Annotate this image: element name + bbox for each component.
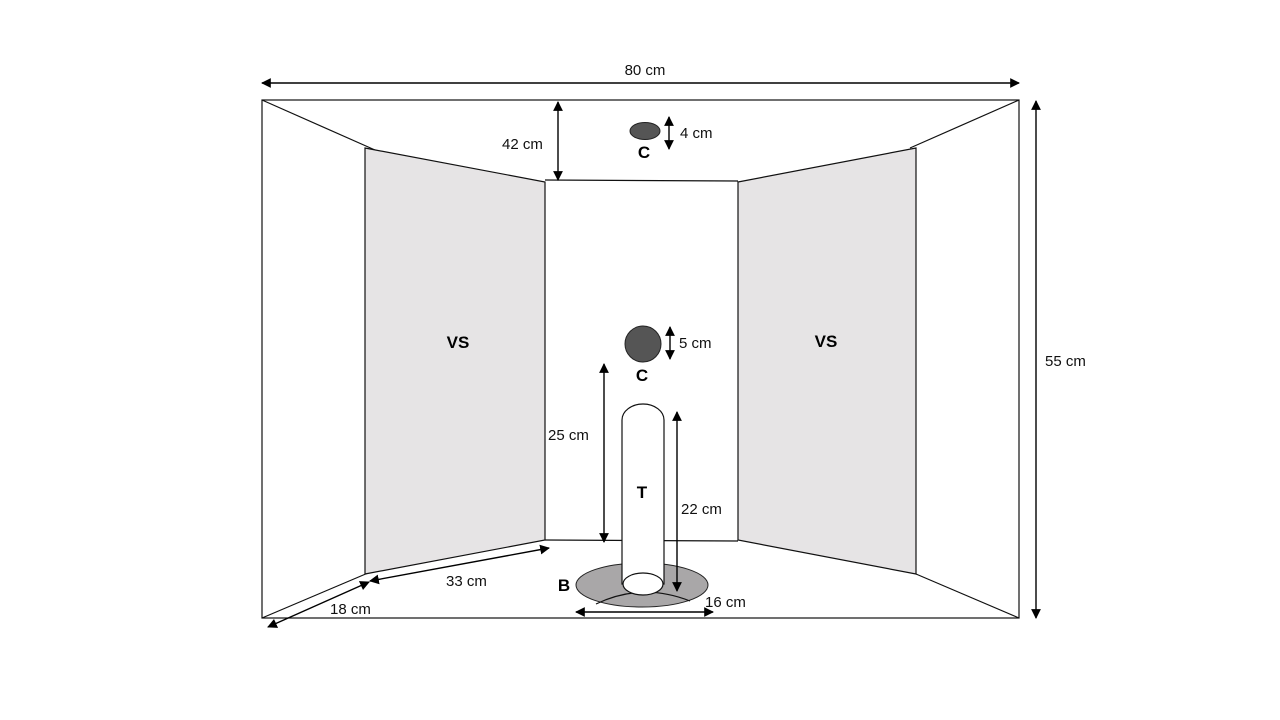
vs-length-arrow bbox=[369, 544, 550, 585]
cue-mid-size-label: 5 cm bbox=[679, 335, 712, 352]
base-width-label: 16 cm bbox=[705, 594, 746, 611]
vs-right-label: VS bbox=[815, 332, 838, 351]
dimension-arrows bbox=[261, 78, 1041, 628]
base-label: B bbox=[558, 576, 570, 595]
width-label: 80 cm bbox=[625, 62, 666, 79]
cue-middle-label: C bbox=[636, 366, 648, 385]
bottom-depth-arrow bbox=[267, 581, 370, 628]
top-depth-label: 42 cm bbox=[502, 136, 543, 153]
cue-top bbox=[629, 122, 661, 140]
height-label: 55 cm bbox=[1045, 353, 1086, 370]
tube-label: T bbox=[637, 483, 648, 502]
bottom-depth-label: 18 cm bbox=[330, 601, 371, 618]
tube bbox=[621, 403, 665, 585]
vs-left-label: VS bbox=[447, 333, 470, 352]
cue-top-label: C bbox=[638, 143, 650, 162]
outer-frame bbox=[261, 99, 1020, 619]
left-visual-screen bbox=[364, 147, 546, 575]
cue-height-label: 25 cm bbox=[548, 427, 589, 444]
tube-height-label: 22 cm bbox=[681, 501, 722, 518]
cue-top-size-label: 4 cm bbox=[680, 125, 713, 142]
cue-middle bbox=[624, 325, 662, 363]
tube-opening bbox=[622, 572, 664, 596]
right-visual-screen bbox=[737, 147, 917, 575]
perspective-lines bbox=[261, 99, 1020, 619]
vs-length-label: 33 cm bbox=[446, 573, 487, 590]
